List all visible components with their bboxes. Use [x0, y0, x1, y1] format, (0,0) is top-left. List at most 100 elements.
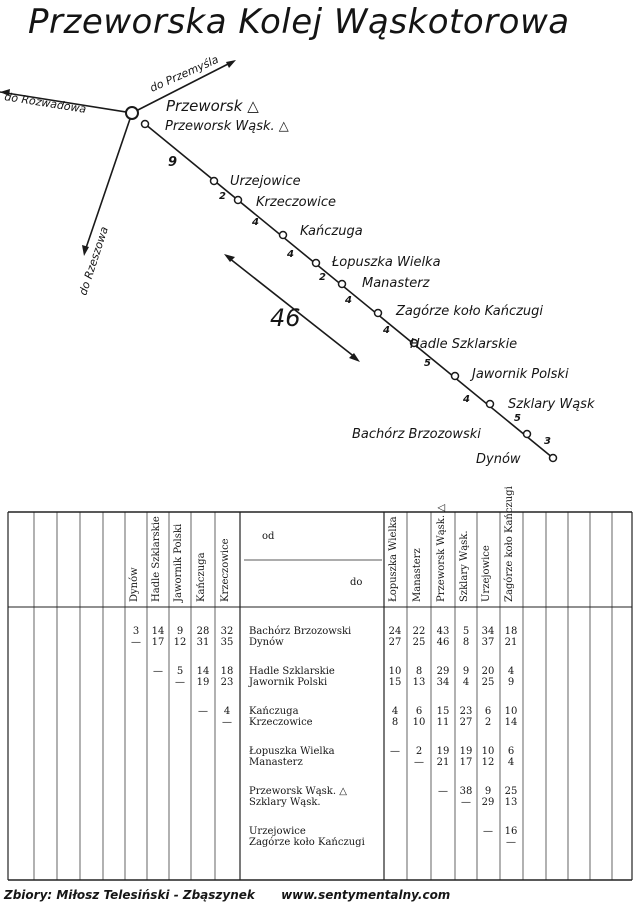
table-cell: 10 — [388, 666, 402, 677]
distance-label: 4 — [462, 394, 470, 405]
left-column-header: Dynów — [129, 567, 140, 602]
station-label: Jawornik Polski — [469, 367, 569, 382]
distance-label: 9 — [168, 155, 177, 170]
table-row-name: Urzejowice — [249, 826, 306, 837]
right-column-header: Szklary Wąsk. — [459, 530, 470, 602]
table-cell: — — [506, 837, 516, 848]
table-cell: 38 — [459, 786, 473, 797]
table-cell: 8 — [415, 666, 423, 677]
table-cell: — — [222, 717, 232, 728]
station-marker — [140, 119, 150, 129]
table-cell: 25 — [412, 637, 426, 648]
right-column-header: Manasterz — [412, 548, 423, 602]
table-cell: 10 — [481, 746, 495, 757]
station-marker — [450, 371, 460, 381]
table-row-name: Krzeczowice — [249, 717, 313, 728]
left-column-header: Kańczuga — [196, 552, 207, 602]
distance-label: 3 — [544, 436, 551, 447]
table-cell: 21 — [504, 637, 518, 648]
distance-label: 2 — [219, 191, 226, 202]
table-cell: 18 — [220, 666, 234, 677]
table-cell: 6 — [507, 746, 515, 757]
table-cell: — — [175, 677, 185, 688]
table-cell: 12 — [173, 637, 187, 648]
table-cell: 13 — [504, 797, 518, 808]
table-cell: 34 — [436, 677, 450, 688]
table-cell: 9 — [507, 677, 515, 688]
table-cell: 16 — [504, 826, 518, 837]
table-cell: 17 — [459, 757, 473, 768]
table-cell: 4 — [391, 706, 399, 717]
table-cell: — — [483, 826, 493, 837]
table-cell: 9 — [176, 626, 184, 637]
station-label: Zagórze koło Kańczugi — [395, 304, 543, 319]
footer: Zbiory: Miłosz Telesiński - Zbąszynek ww… — [4, 888, 634, 902]
table-cell: 15 — [388, 677, 402, 688]
table-cell: 12 — [481, 757, 495, 768]
table-cell: 23 — [459, 706, 473, 717]
table-row-name: Dynów — [249, 637, 284, 648]
table-cell: 15 — [436, 706, 450, 717]
table-cell: 3 — [132, 626, 140, 637]
table-cell: 13 — [412, 677, 426, 688]
table-cell: 24 — [388, 626, 402, 637]
table-cell: 8 — [391, 717, 399, 728]
table-cell: 5 — [176, 666, 184, 677]
table-cell: 18 — [504, 626, 518, 637]
table-cell: — — [390, 746, 400, 757]
table-cell: 4 — [223, 706, 231, 717]
table-cell: 10 — [412, 717, 426, 728]
table-cell: 46 — [436, 637, 450, 648]
table-cell: — — [198, 706, 208, 717]
station-label: Łopuszka Wielka — [331, 255, 441, 270]
table-cell: — — [153, 666, 163, 677]
table-cell: 6 — [484, 706, 492, 717]
station-label: Krzeczowice — [256, 195, 336, 210]
station-marker — [278, 230, 288, 240]
table-cell: 19 — [436, 746, 450, 757]
table-cell: 4 — [462, 677, 470, 688]
table-cell: 10 — [504, 706, 518, 717]
table-cell: 29 — [481, 797, 495, 808]
station-marker — [209, 176, 219, 186]
distance-label: 2 — [319, 272, 326, 283]
station-marker — [337, 279, 347, 289]
website-text: www.sentymentalny.com — [281, 888, 451, 902]
right-column-header: Zagórze koło Kańczugi — [504, 486, 515, 602]
table-row-name: Zagórze koło Kańczugi — [249, 837, 365, 848]
credit-text: Zbiory: Miłosz Telesiński - Zbąszynek — [4, 888, 255, 902]
table-row-name: Hadle Szklarskie — [249, 666, 335, 677]
station-marker — [485, 399, 495, 409]
station-label: Przeworsk Wąsk. △ — [165, 119, 289, 134]
page-title: Przeworska Kolej Wąskotorowa — [28, 2, 570, 42]
table-cell: — — [461, 797, 471, 808]
station-label: Manasterz — [362, 276, 431, 291]
table-cell: 11 — [436, 717, 450, 728]
station-marker — [409, 338, 419, 348]
table-cell: 20 — [481, 666, 495, 677]
table-row-name: Jawornik Polski — [249, 677, 328, 688]
table-row-name: Kańczuga — [249, 706, 299, 717]
table-cell: 14 — [151, 626, 165, 637]
distance-label: 4 — [286, 249, 294, 260]
table-row-name: Bachórz Brzozowski — [249, 626, 352, 637]
table-cell: 9 — [462, 666, 470, 677]
station-marker — [233, 195, 243, 205]
distance-label: 4 — [382, 325, 390, 336]
station-marker — [311, 258, 321, 268]
table-cell: — — [131, 637, 141, 648]
table-cell: 25 — [504, 786, 518, 797]
table-cell: 29 — [436, 666, 450, 677]
station-label: Urzejowice — [230, 174, 301, 189]
left-column-header: Hadle Szklarskie — [151, 516, 162, 602]
station-label: Dynów — [476, 452, 521, 467]
station-label: Bachórz Brzozowski — [352, 427, 481, 442]
od-label: od — [262, 531, 275, 542]
distance-label: 4 — [344, 295, 352, 306]
table-cell: 25 — [481, 677, 495, 688]
station-marker — [522, 429, 532, 439]
table-cell: 22 — [412, 626, 426, 637]
table-cell: 23 — [220, 677, 234, 688]
table-cell: 8 — [462, 637, 470, 648]
station-label: Hadle Szklarskie — [410, 337, 517, 352]
